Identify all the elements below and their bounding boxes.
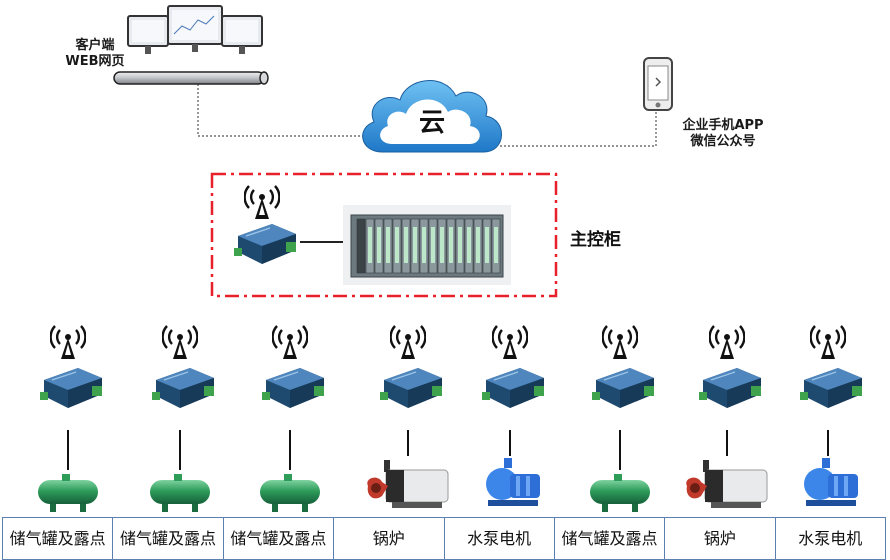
- boiler-icon: [364, 456, 456, 510]
- gateway-device: [590, 362, 658, 414]
- antenna-icon: [492, 322, 528, 360]
- table-cell: 锅炉: [664, 517, 776, 560]
- mobile-label: 企业手机APP 微信公众号: [682, 118, 764, 149]
- air-tank-icon: [584, 470, 656, 514]
- gateway-device: [150, 362, 218, 414]
- table-cell: 储气罐及露点: [1, 517, 114, 560]
- table-cell: 储气罐及露点: [222, 517, 335, 560]
- boiler-icon: [683, 456, 775, 510]
- antenna-icon: [272, 322, 308, 360]
- client-label: 客户端 WEB网页: [65, 38, 125, 69]
- table-row: 储气罐及露点 储气罐及露点 储气罐及露点 锅炉 水泵电机 储气罐及露点 锅炉 水…: [1, 517, 887, 560]
- plc-indicator-strip: [458, 227, 462, 263]
- water-pump-icon: [798, 454, 862, 512]
- plc-indicator-strip: [422, 227, 426, 263]
- antenna-icon: [602, 322, 638, 360]
- plc-indicator-strip: [449, 227, 453, 263]
- phone-icon: [638, 56, 678, 114]
- plc-indicator-strip: [494, 227, 498, 263]
- table-cell: 储气罐及露点: [112, 517, 224, 560]
- antenna-icon: [162, 322, 198, 360]
- gateway-device: [260, 362, 328, 414]
- plc-indicator-strip: [404, 227, 408, 263]
- gateway-device: [378, 362, 446, 414]
- antenna-icon: [244, 182, 280, 220]
- cloud-label: 云: [418, 108, 445, 138]
- table-cell: 水泵电机: [443, 517, 555, 560]
- plc-indicator-strip: [476, 227, 480, 263]
- client-cloud-link: [197, 84, 370, 137]
- antenna-icon: [50, 322, 86, 360]
- plc-indicator-strip: [386, 227, 390, 263]
- antenna-icon: [390, 322, 426, 360]
- air-tank-icon: [254, 470, 326, 514]
- gateway-device: [38, 362, 106, 414]
- plc-indicator-strip: [431, 227, 435, 263]
- plc-module: [356, 218, 366, 274]
- antenna-icon: [709, 322, 745, 360]
- plc-indicator-strip: [485, 227, 489, 263]
- plc-indicator-strip: [377, 227, 381, 263]
- table-cell: 水泵电机: [774, 517, 887, 560]
- plc-indicator-strip: [413, 227, 417, 263]
- cloud: [352, 70, 512, 160]
- device-links: [67, 430, 829, 470]
- water-pump-icon: [480, 454, 544, 512]
- gateway-device: [232, 218, 300, 270]
- air-tank-icon: [144, 470, 216, 514]
- plc-indicator-strip: [395, 227, 399, 263]
- main-cabinet-frame: [210, 172, 558, 298]
- gateway-device: [798, 362, 866, 414]
- client-monitors: [120, 4, 270, 68]
- plc-rack: [343, 205, 511, 285]
- gateway-device: [697, 362, 765, 414]
- table-cell: 锅炉: [333, 517, 445, 560]
- plc-indicator-strip: [368, 227, 372, 263]
- plc-indicator-strip: [440, 227, 444, 263]
- plc-indicator-strip: [467, 227, 471, 263]
- table-cell: 储气罐及露点: [553, 517, 666, 560]
- air-tank-icon: [32, 470, 104, 514]
- antenna-icon: [810, 322, 846, 360]
- device-table: 储气罐及露点 储气罐及露点 储气罐及露点 锅炉 水泵电机 储气罐及露点 锅炉 水…: [1, 517, 887, 560]
- cloud-mobile-link: [500, 110, 657, 147]
- client-pipe: [112, 70, 270, 86]
- gateway-device: [480, 362, 548, 414]
- main-cabinet-label: 主控柜: [570, 230, 621, 250]
